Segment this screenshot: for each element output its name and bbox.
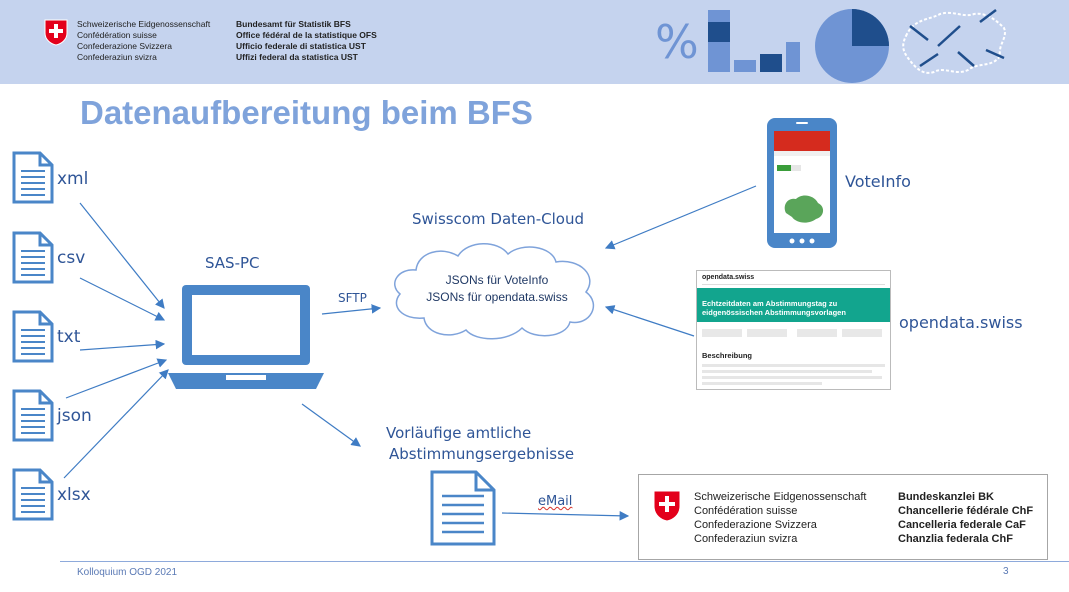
opendata-text-line [702,364,885,367]
footer-text: Kolloquium OGD 2021 [77,567,178,578]
opendata-text-line [702,370,872,373]
voteinfo-phone-icon [767,118,837,248]
source-label-xlsx: xlsx [57,485,91,505]
sftp-label: SFTP [338,291,367,305]
opendata-heading: Echtzeitdaten am Abstimmungstag zu eidge… [702,299,846,317]
email-label: eMail [538,494,573,509]
percent-symbol: % [655,15,699,69]
cloud-line-opendata: JSONs für opendata.swiss [426,290,568,304]
opendata-heading-line: eidgenössischen Abstimmungsvorlagen [702,308,846,317]
arrow-pc-to-cloud [321,304,382,315]
swiss-coat-of-arms-icon [44,19,68,46]
txt-document-icon [12,310,54,363]
results-line: Vorläufige amtliche [386,424,532,442]
laptop-icon [168,285,324,389]
arrow-xml-to-pc [79,202,165,309]
bk-coat-of-arms-icon [653,490,681,522]
bk-confed-line: Schweizerische Eidgenossenschaft [694,491,867,503]
slide-title: Datenaufbereitung beim BFS [80,94,533,131]
office-line: Bundesamt für Statistik BFS [236,19,351,29]
confed-line: Schweizerische Eidgenossenschaft [77,19,211,29]
opendata-meta-block [842,329,882,337]
opendata-brand: opendata.swiss [702,274,755,281]
page-number: 3 [1003,566,1009,577]
office-names: Bundesamt für Statistik BFS Office fédér… [236,19,377,63]
opendata-screenshot: opendata.swiss Echtzeitdaten am Abstimmu… [696,270,891,390]
opendata-text-line [702,376,882,379]
bar-chart-icon [708,10,800,72]
json-document-icon [12,389,54,442]
bk-chancellery-line: Chancellerie fédérale ChF [898,505,1034,517]
switzerland-map-icon [902,9,1006,74]
footer-divider [60,561,1069,562]
office-line: Ufficio federale di statistica UST [236,41,366,51]
bk-confed-line: Confederaziun svizra [694,533,798,545]
arrow-txt-to-pc [79,339,166,351]
opendata-banner [697,288,890,322]
source-label-csv: csv [57,248,86,268]
bk-confederation-names: Schweizerische Eidgenossenschaft Confédé… [694,490,866,546]
cloud-content: JSONs für VoteInfo JSONs für opendata.sw… [394,272,600,306]
opendata-meta-block [797,329,837,337]
results-label: Vorläufige amtliche Abstimmungsergebniss… [386,423,574,465]
confed-line: Confederazione Svizzera [77,41,172,51]
opendata-meta-block [702,329,742,337]
csv-document-icon [12,231,54,284]
office-line: Office fédéral de la statistique OFS [236,30,377,40]
bk-chancellery-line: Bundeskanzlei BK [898,491,994,503]
xlsx-document-icon [12,468,54,521]
bundeskanzlei-box [638,474,1048,560]
bk-chancellery-names: Bundeskanzlei BK Chancellerie fédérale C… [898,490,1033,546]
xml-document-icon [12,151,54,204]
results-line: Abstimmungsergebnisse [389,445,575,463]
arrow-xlsx-to-pc [63,369,169,479]
confed-line: Confédération suisse [77,30,157,40]
arrow-voteinfo-to-cloud [604,185,757,250]
arrow-pc-to-results [301,403,361,447]
arrow-opendata-to-cloud [604,305,695,337]
voteinfo-label: VoteInfo [845,172,911,191]
bk-confed-line: Confederazione Svizzera [694,519,817,531]
header-band [0,0,1069,84]
opendata-section-title: Beschreibung [702,351,753,360]
cloud-line-voteinfo: JSONs für VoteInfo [445,273,549,287]
confederation-names: Schweizerische Eidgenossenschaft Confédé… [77,19,210,63]
opendata-divider [702,284,885,285]
arrow-json-to-pc [65,358,168,399]
bk-chancellery-line: Chanzlia federala ChF [898,533,1013,545]
bk-confed-line: Confédération suisse [694,505,798,517]
opendata-heading-line: Echtzeitdaten am Abstimmungstag zu [702,299,838,308]
source-label-xml: xml [57,169,89,189]
opendata-meta-block [747,329,787,337]
opendata-text-line [702,382,822,385]
arrow-email-to-bk [501,511,630,521]
cloud-title: Swisscom Daten-Cloud [412,210,585,228]
source-label-json: json [57,406,92,426]
bk-chancellery-line: Cancelleria federale CaF [898,519,1026,531]
arrow-csv-to-pc [79,277,166,321]
opendata-label: opendata.swiss [899,313,1023,332]
cloud-icon [394,243,595,340]
office-line: Uffizi federal da statistica UST [236,52,358,62]
confed-line: Confederaziun svizra [77,52,157,62]
results-document-icon [430,470,496,546]
pie-chart-icon [815,9,889,83]
sas-pc-label: SAS-PC [205,254,260,272]
source-label-txt: txt [57,327,81,347]
